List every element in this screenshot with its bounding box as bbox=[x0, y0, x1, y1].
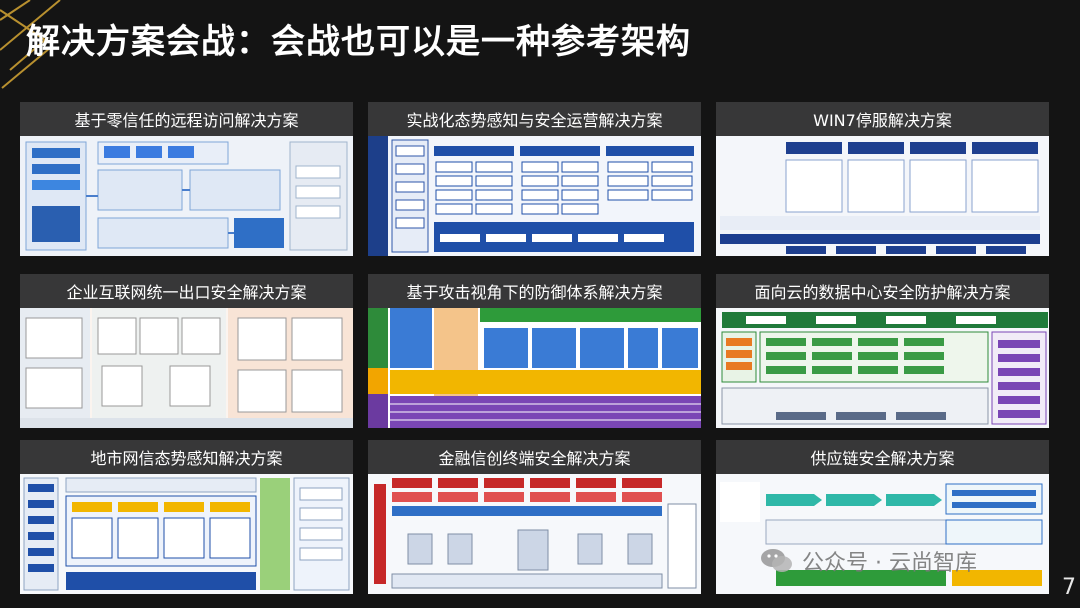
architecture-diagram bbox=[716, 136, 1049, 256]
architecture-diagram bbox=[20, 474, 353, 594]
card-title: 基于攻击视角下的防御体系解决方案 bbox=[368, 274, 701, 308]
solution-card-supply-chain[interactable]: 供应链安全解决方案 bbox=[716, 440, 1049, 594]
card-title: 供应链安全解决方案 bbox=[716, 440, 1049, 474]
solution-card-cloud-datacenter[interactable]: 面向云的数据中心安全防护解决方案 bbox=[716, 274, 1049, 428]
card-title: 金融信创终端安全解决方案 bbox=[368, 440, 701, 474]
page-number: 7 bbox=[1062, 575, 1076, 600]
card-title: 企业互联网统一出口安全解决方案 bbox=[20, 274, 353, 308]
architecture-diagram bbox=[368, 474, 701, 594]
card-title: 实战化态势感知与安全运营解决方案 bbox=[368, 102, 701, 136]
architecture-diagram bbox=[716, 474, 1049, 594]
card-title: 地市网信态势感知解决方案 bbox=[20, 440, 353, 474]
architecture-diagram bbox=[20, 136, 353, 256]
solution-card-zero-trust[interactable]: 基于零信任的远程访问解决方案 bbox=[20, 102, 353, 256]
solution-card-internet-egress[interactable]: 企业互联网统一出口安全解决方案 bbox=[20, 274, 353, 428]
solution-card-city-awareness[interactable]: 地市网信态势感知解决方案 bbox=[20, 440, 353, 594]
card-title: WIN7停服解决方案 bbox=[716, 102, 1049, 136]
architecture-diagram bbox=[368, 136, 701, 256]
wechat-watermark: 公众号 · 云尚智库 bbox=[760, 545, 977, 577]
watermark-text: 公众号 · 云尚智库 bbox=[802, 551, 977, 576]
solution-card-attack-defense[interactable]: 基于攻击视角下的防御体系解决方案 bbox=[368, 274, 701, 428]
wechat-icon bbox=[760, 547, 794, 575]
page-title: 解决方案会战：会战也可以是一种参考架构 bbox=[26, 22, 691, 62]
solution-card-situational-awareness[interactable]: 实战化态势感知与安全运营解决方案 bbox=[368, 102, 701, 256]
architecture-diagram bbox=[20, 308, 353, 428]
card-title: 面向云的数据中心安全防护解决方案 bbox=[716, 274, 1049, 308]
architecture-diagram bbox=[368, 308, 701, 428]
solution-card-finance-endpoint[interactable]: 金融信创终端安全解决方案 bbox=[368, 440, 701, 594]
card-title: 基于零信任的远程访问解决方案 bbox=[20, 102, 353, 136]
architecture-diagram bbox=[716, 308, 1049, 428]
solution-card-win7[interactable]: WIN7停服解决方案 bbox=[716, 102, 1049, 256]
